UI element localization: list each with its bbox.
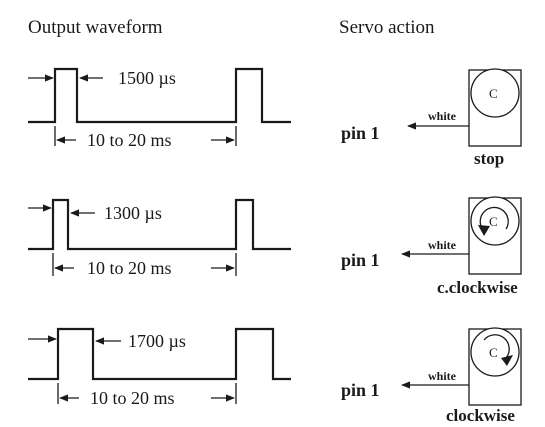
rotor-letter-1: C xyxy=(489,86,498,101)
rotation-arrowhead-ccw xyxy=(478,225,490,236)
wire-label-1: white xyxy=(428,109,457,123)
period-label-3: 10 to 20 ms xyxy=(90,388,175,408)
waveform-row-3: 1700 µs 10 to 20 ms xyxy=(28,327,291,408)
pulse-width-label-2: 1300 µs xyxy=(104,203,162,223)
output-waveform-header: Output waveform xyxy=(28,17,163,38)
servo-action-label-counterclockwise: c.clockwise xyxy=(437,278,518,297)
servo-row-3: pin 1 white C clockwise xyxy=(341,327,522,425)
pin-label-3: pin 1 xyxy=(341,380,380,400)
waveform-row-2: 1300 µs 10 to 20 ms xyxy=(28,198,291,278)
servo-action-label-clockwise: clockwise xyxy=(446,406,515,425)
waveform-row-1: 1500 µs 10 to 20 ms xyxy=(28,67,291,150)
pulse-train-2 xyxy=(28,198,291,251)
servo-rotor-1 xyxy=(470,68,520,118)
pin-label-2: pin 1 xyxy=(341,250,380,270)
pulse-train-3 xyxy=(28,327,291,381)
pulse-width-label-3: 1700 µs xyxy=(128,331,186,351)
pulse-train-1 xyxy=(28,67,291,124)
period-label-1: 10 to 20 ms xyxy=(87,130,172,150)
period-label-2: 10 to 20 ms xyxy=(87,258,172,278)
wire-label-2: white xyxy=(428,238,457,252)
wire-label-3: white xyxy=(428,369,457,383)
counter-clockwise-rotation-icon xyxy=(479,206,509,232)
clockwise-rotation-icon xyxy=(483,334,510,359)
rotation-arrowhead-cw xyxy=(501,355,513,366)
rotor-letter-2: C xyxy=(489,214,498,229)
servo-action-header: Servo action xyxy=(339,17,435,38)
servo-row-1: pin 1 white C stop xyxy=(341,68,522,168)
rotor-letter-3: C xyxy=(489,345,498,360)
servo-row-2: pin 1 white C c.clockwise xyxy=(341,196,522,297)
pulse-width-label-1: 1500 µs xyxy=(118,68,176,88)
pin-label-1: pin 1 xyxy=(341,123,380,143)
servo-action-label-stop: stop xyxy=(474,149,504,168)
